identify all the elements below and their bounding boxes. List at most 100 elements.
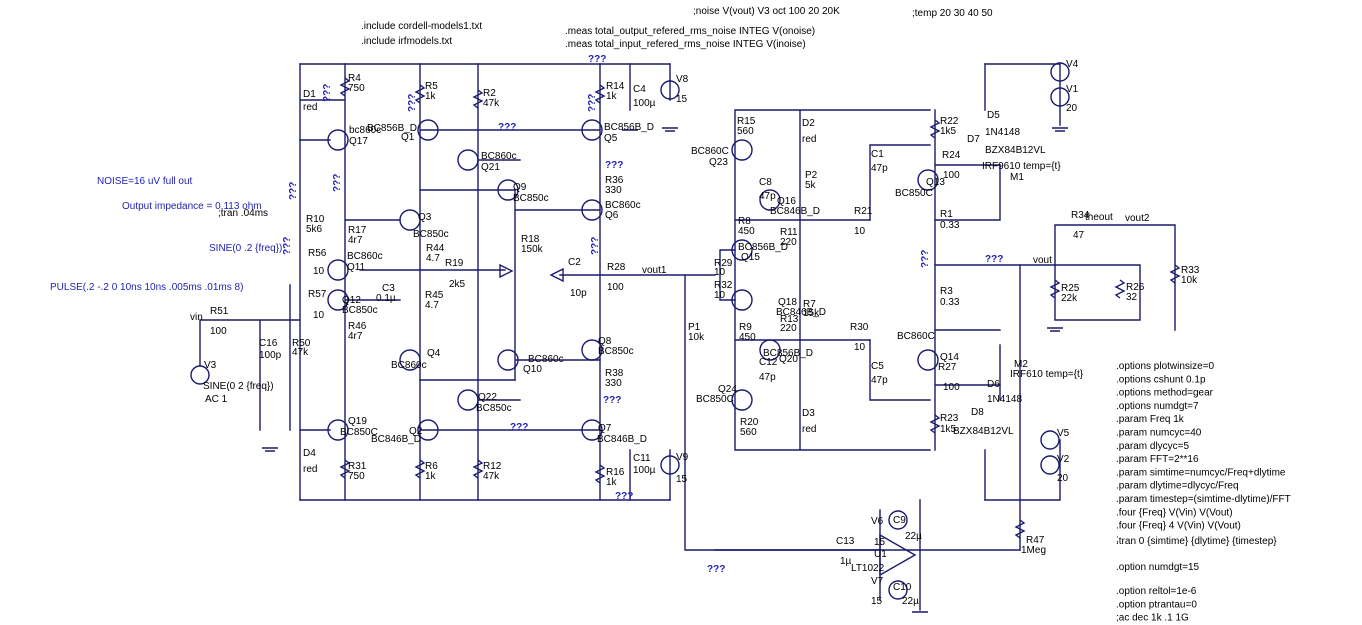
directives-top: .include cordell-models1.txt .include ir…	[361, 6, 993, 50]
component-label: BC850C	[696, 394, 734, 405]
component-label: Q5	[604, 133, 618, 144]
component-label: D4	[303, 448, 316, 459]
directive-temp: ;temp 20 30 40 50	[912, 8, 993, 19]
component-label: R19	[445, 258, 464, 269]
component-label: Q4	[427, 348, 441, 359]
component-label: BC856B_D	[367, 123, 417, 134]
component-label: 10	[313, 266, 325, 277]
component-label: V2	[1057, 454, 1070, 465]
directive-line: .param numcyc=40	[1116, 428, 1202, 439]
component-label: 100	[210, 326, 227, 337]
component-label: C1	[871, 149, 884, 160]
notes-left: NOISE=16 uV full out Output impedance = …	[50, 176, 282, 293]
component-label: D5	[987, 110, 1000, 121]
component-label: 47k	[483, 98, 500, 109]
component-label: 4.7	[425, 300, 439, 311]
component-label: R14	[606, 81, 625, 92]
component-label: 10k	[1181, 275, 1198, 286]
component-label: BC860C	[691, 146, 729, 157]
component-label: R4	[348, 73, 361, 84]
component-label: 10	[714, 290, 726, 301]
component-label: M2	[1014, 359, 1028, 370]
component-label: 47k	[483, 471, 500, 482]
component-label: Q16	[777, 196, 796, 207]
component-label: Q3	[418, 212, 432, 223]
unknown-mark: ???	[282, 237, 293, 255]
directive-line: .param timestep=(simtime-dlytime)/FFT	[1116, 494, 1291, 505]
component-label: R50	[292, 338, 311, 349]
component-label: R23	[940, 413, 959, 424]
component-label: 750	[348, 471, 365, 482]
component-label: R45	[425, 290, 444, 301]
component-label: Q1	[401, 132, 415, 143]
component-label: 4r7	[348, 235, 363, 246]
component-label: 220	[780, 323, 797, 334]
component-label: P1	[688, 322, 701, 333]
component-label: V8	[676, 74, 689, 85]
component-label: IRF610 temp={t}	[1010, 369, 1084, 380]
component-label: BC850C	[340, 427, 378, 438]
component-label: 750	[348, 83, 365, 94]
note-sine: SINE(0 .2 {freq})	[209, 243, 282, 254]
component-label: D8	[971, 407, 984, 418]
component-label: 4r7	[348, 331, 363, 342]
unknown-mark: ???	[407, 94, 418, 112]
component-label: R34	[1071, 210, 1090, 221]
component-label: 1N4148	[987, 394, 1022, 405]
component-label: D7	[967, 134, 980, 145]
component-label: vin	[190, 312, 203, 323]
directive-line: .option numdgt=15	[1116, 562, 1200, 573]
component-label: U1	[874, 549, 887, 560]
component-label: Q15	[741, 252, 760, 263]
component-label: 1k5	[940, 126, 957, 137]
directives-right: .options plotwinsize=0 .options cshunt 0…	[1116, 361, 1291, 624]
component-label: vout1	[642, 265, 667, 276]
directive-line: .four {Freq} V(Vin) V(Vout)	[1116, 507, 1233, 518]
component-label: Q17	[349, 136, 368, 147]
component-label: 5k6	[306, 224, 323, 235]
component-label: 100p	[259, 350, 282, 361]
component-label: R29	[714, 258, 733, 269]
component-label: BC850c	[598, 346, 634, 357]
component-label: Q19	[348, 416, 367, 427]
directive-line: .option reltol=1e-6	[1116, 586, 1197, 597]
unknown-mark: ???	[288, 182, 299, 200]
component-label: red	[802, 424, 816, 435]
component-label: BC850C	[895, 188, 933, 199]
component-label: Q21	[481, 162, 500, 173]
component-label: D6	[987, 379, 1000, 390]
directive-line: .tran 0 {simtime} {dlytime} {timestep}	[1116, 536, 1277, 547]
component-label: BC860c	[605, 200, 641, 211]
component-label: 15	[676, 474, 688, 485]
component-label: R26	[1126, 282, 1145, 293]
unknown-mark: ???	[605, 160, 623, 171]
component-label: R47	[1026, 535, 1045, 546]
component-label: 560	[740, 427, 757, 438]
component-label: Q6	[605, 210, 619, 221]
component-label: 32	[1126, 292, 1138, 303]
component-label: 20	[1066, 103, 1078, 114]
component-label: Q20	[779, 354, 798, 365]
component-label: 10	[854, 342, 866, 353]
component-label: R10	[306, 214, 325, 225]
component-label: 22k	[1061, 293, 1078, 304]
note-output-impedance: Output impedance = 0.113 ohm	[122, 201, 262, 212]
component-label: M1	[1010, 172, 1024, 183]
directive-line: .param Freq 1k	[1116, 414, 1185, 425]
component-label: Q10	[523, 364, 542, 375]
component-label: BC860C	[897, 331, 935, 342]
directive-line: ;ac dec 1k .1 1G	[1116, 613, 1189, 624]
component-label: 330	[605, 185, 622, 196]
component-label: 47p	[871, 163, 888, 174]
component-label: 100	[943, 170, 960, 181]
component-label: 150k	[521, 244, 544, 255]
directive-line: .param simtime=numcyc/Freq+dlytime	[1116, 467, 1286, 478]
component-label: R25	[1061, 283, 1080, 294]
component-label: D3	[802, 408, 815, 419]
component-label: P2	[805, 170, 818, 181]
component-label: 47	[1073, 230, 1085, 241]
component-label: R16	[606, 467, 625, 478]
component-label: R22	[940, 116, 959, 127]
component-label: 10k	[688, 332, 705, 343]
